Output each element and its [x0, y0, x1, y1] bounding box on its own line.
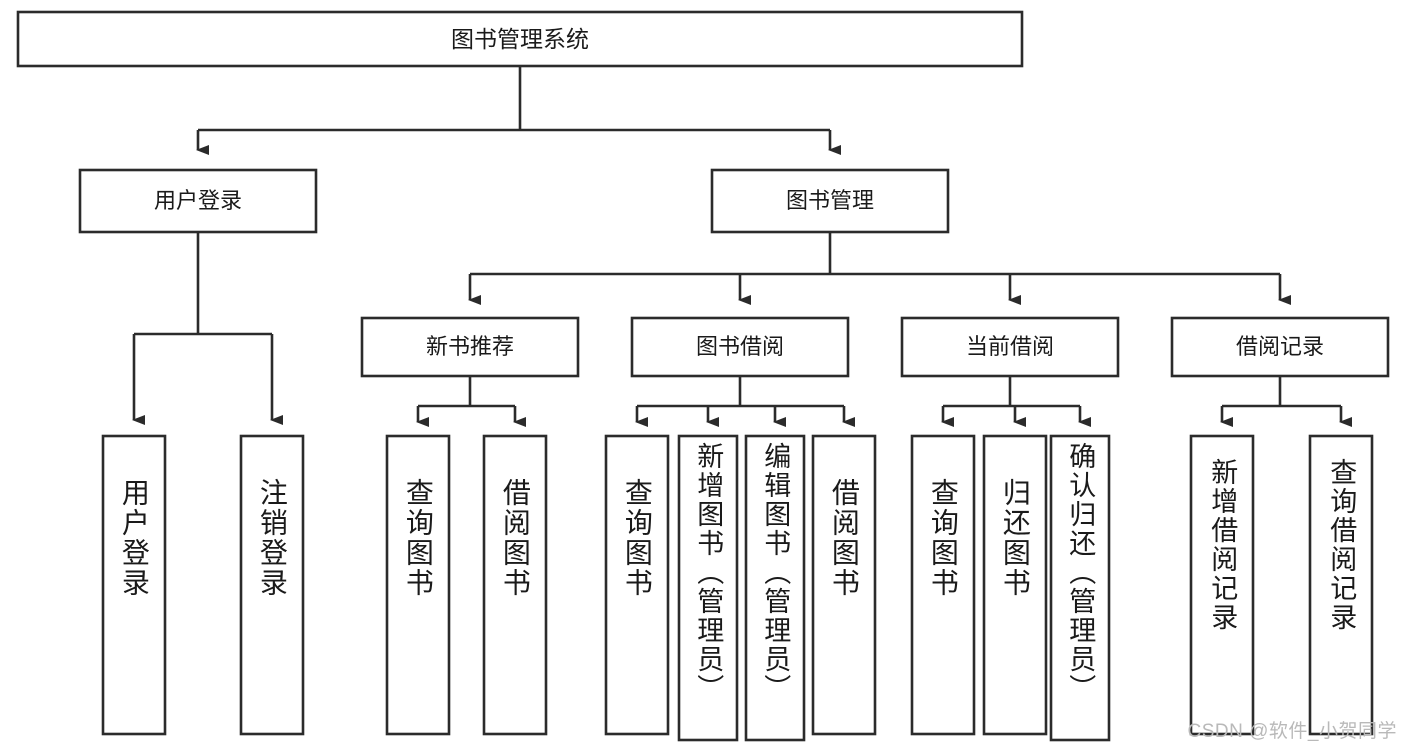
leaf-box-confirm-return-admin[interactable] [1049, 434, 1111, 742]
node-new-book-recommend-label: 新书推荐 [426, 334, 514, 359]
node-root[interactable]: 图书管理系统 [16, 10, 1024, 68]
node-book-borrow-label: 图书借阅 [696, 334, 784, 359]
node-root-label: 图书管理系统 [451, 26, 589, 52]
leaf-box-user-login[interactable] [101, 434, 167, 736]
leaf-box-add-book-admin[interactable] [677, 434, 739, 742]
node-borrow-record[interactable]: 借阅记录 [1170, 316, 1390, 378]
connector-group-new-book [416, 376, 526, 427]
connector-group-root [196, 66, 841, 155]
connector-group-book-management [468, 232, 1291, 305]
leaf-box-query-book-a[interactable] [385, 434, 451, 736]
leaf-box-borrow-book-b[interactable] [811, 434, 877, 736]
leaf-box-edit-book-admin[interactable] [744, 434, 806, 742]
leaf-box-group [101, 434, 1374, 742]
node-current-borrow-label: 当前借阅 [966, 334, 1054, 359]
connector-group-user-login [132, 232, 283, 425]
node-user-login-label: 用户登录 [154, 188, 242, 213]
connector-group-book-borrow [635, 376, 855, 427]
leaf-box-return-book[interactable] [982, 434, 1048, 736]
connector-group-current-borrow [941, 376, 1091, 427]
leaf-box-query-book-c[interactable] [910, 434, 976, 736]
node-user-login[interactable]: 用户登录 [78, 168, 318, 234]
node-book-management-label: 图书管理 [786, 188, 874, 213]
leaf-box-query-borrow-record[interactable] [1308, 434, 1374, 736]
connector-group-borrow-record [1220, 376, 1352, 427]
node-new-book-recommend[interactable]: 新书推荐 [360, 316, 580, 378]
node-book-management[interactable]: 图书管理 [710, 168, 950, 234]
csdn-watermark: CSDN @软件_小贺同学 [1187, 721, 1397, 742]
leaf-box-borrow-book-a[interactable] [482, 434, 548, 736]
node-book-borrow[interactable]: 图书借阅 [630, 316, 850, 378]
leaf-box-logout[interactable] [239, 434, 305, 736]
leaf-box-add-borrow-record[interactable] [1189, 434, 1255, 736]
leaf-box-query-book-b[interactable] [604, 434, 670, 736]
node-current-borrow[interactable]: 当前借阅 [900, 316, 1120, 378]
node-borrow-record-label: 借阅记录 [1236, 334, 1324, 359]
